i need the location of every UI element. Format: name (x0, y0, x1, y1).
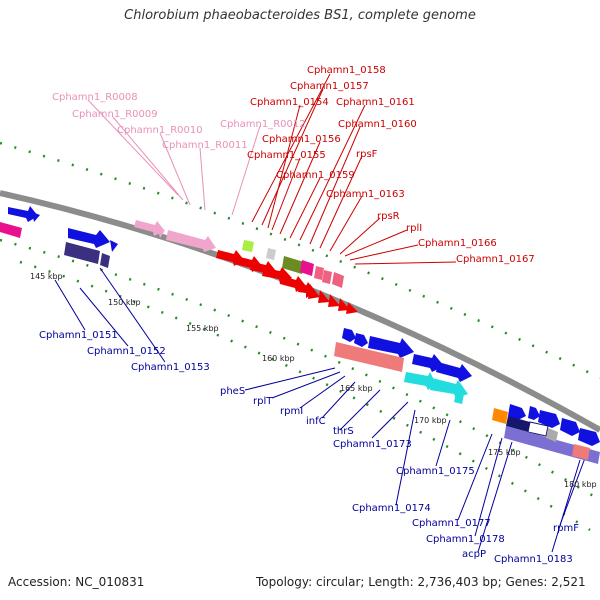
gene-label: Cphamn1_0175 (396, 466, 475, 477)
tick-label-145: 145 kbp (30, 272, 63, 281)
gene-arrow (134, 220, 165, 236)
gene-label: Cphamn1_0183 (494, 554, 573, 565)
blue-gene-labels: Cphamn1_0151 Cphamn1_0152 Cphamn1_0153 p… (39, 330, 579, 565)
tick-label-160: 160 kbp (262, 354, 295, 363)
gene-label: Cphamn1_R0012 (220, 119, 306, 130)
gene-label: Cphamn1_0155 (247, 150, 326, 161)
gene-arrow (404, 372, 436, 390)
gene-arrow (32, 212, 40, 222)
gene-label: Cphamn1_0158 (307, 65, 386, 76)
gene-label: Cphamn1_0167 (456, 254, 535, 265)
gene-arrow (354, 333, 368, 347)
gene-arrow (8, 206, 38, 222)
gene-arrow (300, 260, 314, 276)
gene-arrow (368, 336, 414, 358)
genome-summary-text: Topology: circular; Length: 2,736,403 bp… (256, 575, 586, 589)
gene-label: thrS (333, 426, 354, 437)
gene-arrow (328, 294, 340, 307)
genome-backbone (0, 190, 600, 433)
gene-arrow (412, 354, 444, 372)
red-gene-labels: Cphamn1_0158 Cphamn1_0157 Cphamn1_0154 C… (247, 65, 535, 265)
gene-label: rplI (406, 223, 422, 234)
gene-arrow (454, 392, 464, 404)
red-leader-lines (251, 73, 457, 265)
gene-arrow (528, 406, 540, 420)
gene-arrow (68, 228, 110, 248)
gene-arrow (572, 444, 590, 460)
gene-arrow (436, 362, 472, 382)
gene-label: Cphamn1_0153 (131, 362, 210, 373)
gene-label: Cphamn1_0163 (326, 189, 405, 200)
gene-label: Cphamn1_0161 (336, 97, 415, 108)
gene-label: Cphamn1_0166 (418, 238, 497, 249)
gene-label: rpsR (377, 211, 400, 222)
gene-arrow (64, 242, 100, 264)
gene-arrow (506, 416, 530, 432)
tick-label-170: 170 kbp (414, 416, 447, 425)
gene-label: rplT (253, 396, 273, 407)
gene-label: pheS (220, 386, 245, 397)
gene-label: rpsF (356, 149, 378, 160)
gene-label: Cphamn1_0156 (262, 134, 341, 145)
gene-label: Cphamn1_0178 (426, 534, 505, 545)
gene-arrow (308, 284, 320, 299)
scale-ticks: 145 kbp 150 kbp 155 kbp 160 kbp 165 kbp … (30, 272, 597, 489)
gene-label: Cphamn1_R0009 (72, 109, 158, 120)
gene-features (0, 206, 600, 464)
gene-arrow (578, 428, 600, 446)
gene-label: Cphamn1_R0011 (162, 140, 248, 151)
pink-leader-lines (87, 99, 261, 216)
gene-arrow (338, 298, 350, 311)
gene-label: rpmF (553, 523, 579, 534)
gene-arrow (158, 230, 164, 238)
dotted-ring-inner-b (19, 260, 591, 532)
map-title: Chlorobium phaeobacteroides BS1, complet… (124, 8, 476, 23)
tick-label-180: 180 kbp (564, 480, 597, 489)
gene-arrow (560, 418, 580, 436)
gene-arrow (492, 408, 508, 424)
tick-label-165: 165 kbp (340, 384, 373, 393)
gene-label: Cphamn1_0159 (276, 170, 355, 181)
gene-arrow (332, 272, 344, 288)
gene-arrow (508, 404, 526, 420)
gene-arrow (318, 290, 330, 303)
gene-label: Cphamn1_0174 (352, 503, 431, 514)
gene-label: Cphamn1_0152 (87, 346, 166, 357)
gene-arrow (242, 240, 254, 252)
gene-label: Cphamn1_0173 (333, 439, 412, 450)
gene-arrow (314, 266, 324, 280)
gene-arrow (266, 248, 276, 260)
gene-arrow (166, 230, 216, 252)
gene-arrow (282, 256, 304, 274)
pink-gene-labels: Cphamn1_R0008 Cphamn1_R0009 Cphamn1_R001… (52, 92, 306, 151)
gene-label: Cphamn1_0160 (338, 119, 417, 130)
gene-arrow (322, 270, 332, 284)
gene-label: Cphamn1_R0008 (52, 92, 138, 103)
gene-label: Cphamn1_0177 (412, 518, 491, 529)
blue-leader-lines (54, 267, 586, 553)
gene-label: infC (306, 416, 326, 427)
gene-arrow (346, 302, 358, 314)
gene-arrow (110, 240, 118, 252)
gene-arrow (527, 421, 549, 437)
gene-label: Cphamn1_0154 (250, 97, 329, 108)
gene-arrow (538, 410, 560, 428)
accession-text: Accession: NC_010831 (8, 575, 145, 589)
gene-label: Cphamn1_0157 (290, 81, 369, 92)
tick-label-175: 175 kbp (488, 448, 521, 457)
gene-label: Cphamn1_R0010 (117, 125, 203, 136)
tick-label-155: 155 kbp (186, 324, 219, 333)
gene-arrow (100, 253, 110, 268)
gene-arrow (546, 428, 558, 442)
gene-label: rpmI (280, 406, 303, 417)
gene-label: acpP (462, 549, 486, 560)
gene-arrow (334, 342, 404, 372)
gene-arrow (0, 222, 22, 238)
gene-label: Cphamn1_0151 (39, 330, 118, 341)
tick-label-150: 150 kbp (108, 298, 141, 307)
gene-arrow (342, 328, 356, 342)
